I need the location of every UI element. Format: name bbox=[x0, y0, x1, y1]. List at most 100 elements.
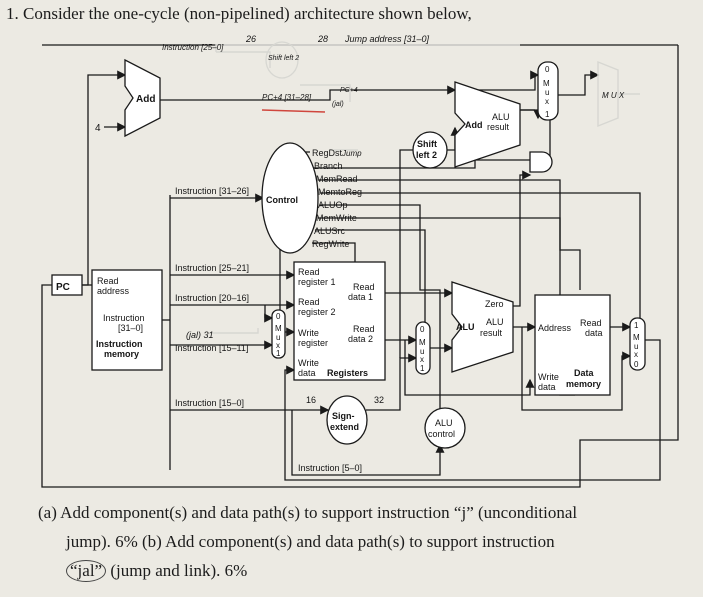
reg-wra: Write bbox=[298, 328, 319, 338]
pc-register bbox=[51, 274, 83, 296]
memtoreg-mux-m: M bbox=[633, 333, 640, 342]
hw-26: 26 bbox=[245, 34, 256, 44]
sig-memread: MemRead bbox=[316, 174, 358, 184]
regdst-mux-x: x bbox=[276, 341, 280, 350]
hw-pc4: PC+4 [31–28] bbox=[262, 93, 312, 102]
alu-result: result bbox=[480, 328, 503, 338]
memtoreg-route bbox=[320, 192, 641, 318]
pcsrc-mux-m: M bbox=[543, 79, 550, 88]
pcsrc-mux-x: x bbox=[545, 97, 549, 106]
se-line1: Sign- bbox=[332, 411, 355, 421]
pcsrc-mux-one: 1 bbox=[545, 110, 550, 119]
alusrc-mux-u: u bbox=[420, 347, 424, 356]
se-out: 32 bbox=[374, 395, 384, 405]
hw-jump-address: Jump address [31–0] bbox=[344, 34, 430, 44]
reg-rd2a: Read bbox=[353, 324, 375, 334]
field-funct: Instruction [5–0] bbox=[298, 463, 362, 473]
hw-instr25: Instruction [25–0] bbox=[162, 43, 224, 52]
funct-wire bbox=[291, 410, 445, 476]
dmem-title1: Data bbox=[574, 368, 595, 378]
imem-bits: [31–0] bbox=[118, 323, 143, 333]
branch-and-gate bbox=[529, 151, 553, 173]
data-memory bbox=[534, 294, 611, 396]
reg-rr2b: register 2 bbox=[298, 307, 336, 317]
reg-wdb: data bbox=[298, 368, 316, 378]
register-file bbox=[293, 261, 386, 381]
part-a-line1: (a) Add component(s) and data path(s) to… bbox=[38, 503, 578, 522]
adder-out-wire bbox=[160, 85, 457, 101]
pc-next-wire bbox=[41, 45, 679, 488]
imem-address: address bbox=[97, 286, 130, 296]
part-b-line: “jal” (jump and link). 6% bbox=[38, 556, 678, 585]
regdst-mux-labels: 0 M u x 1 bbox=[275, 312, 282, 358]
memtoreg-mux bbox=[629, 317, 646, 371]
aluop-route bbox=[320, 204, 441, 410]
pcsrc-mux-labels: 0 M u x 1 bbox=[543, 65, 550, 119]
sig-alusrc: ALUSrc bbox=[314, 226, 346, 236]
dmem-write: Write bbox=[538, 372, 559, 382]
memtoreg-mux-zero: 0 bbox=[634, 360, 639, 369]
field-op: Instruction [31–26] bbox=[175, 186, 249, 196]
alu-main: ALU bbox=[456, 322, 475, 332]
signext-to-shift bbox=[399, 149, 414, 358]
memtoreg-mux-one: 1 bbox=[634, 321, 639, 330]
hw-jal-route bbox=[300, 84, 351, 102]
alusrc-mux-one: 1 bbox=[420, 364, 425, 373]
alusrc-mux-labels: 0 M u x 1 bbox=[419, 325, 426, 373]
hw-jump-top-wire bbox=[215, 44, 520, 52]
pcsrc-mux-zero: 0 bbox=[545, 65, 550, 74]
memtoreg-mux-x: x bbox=[634, 350, 638, 359]
regdst-mux-zero: 0 bbox=[276, 312, 281, 321]
sig-regdst: RegDst bbox=[312, 148, 343, 158]
alusrc-mux-m: M bbox=[419, 338, 426, 347]
aluctl-line1: ALU bbox=[435, 418, 453, 428]
wb-wire bbox=[284, 339, 661, 481]
question-title: 1. Consider the one-cycle (non-pipelined… bbox=[6, 4, 472, 23]
reg-rr1a: Read bbox=[298, 267, 320, 277]
signext-to-mux bbox=[366, 353, 418, 411]
alu-zero: Zero bbox=[485, 299, 504, 309]
imem-title2: memory bbox=[104, 349, 139, 359]
alu-main2: ALU bbox=[486, 317, 504, 327]
add-result-wire bbox=[520, 109, 543, 120]
instruction-memory bbox=[91, 269, 163, 371]
pc-label: PC bbox=[56, 282, 70, 293]
hw-jal-mux bbox=[597, 60, 619, 128]
pc4-mux-in bbox=[455, 70, 540, 91]
add-alu-result: result bbox=[487, 122, 510, 132]
alusrc-mux bbox=[415, 321, 431, 375]
dmem-data: data bbox=[585, 328, 603, 338]
hw-shift-left2 bbox=[265, 41, 299, 79]
hw-red-underline bbox=[261, 109, 326, 113]
regdst-mux-m: M bbox=[275, 324, 282, 333]
alusrc-mux-x: x bbox=[420, 355, 424, 364]
hw-jal-small: (jal) bbox=[332, 101, 344, 108]
hw-shift: Shift left 2 bbox=[268, 55, 299, 62]
main-alu bbox=[451, 281, 514, 373]
se-in: 16 bbox=[306, 395, 316, 405]
jal-circled-label: “jal” bbox=[66, 560, 107, 582]
question-parts: (a) Add component(s) and data path(s) to… bbox=[38, 498, 678, 585]
branch-adder bbox=[454, 81, 521, 168]
imem-instruction: Instruction bbox=[103, 313, 145, 323]
zero-wire bbox=[513, 170, 532, 307]
field-rd: Instruction [15–11] bbox=[175, 343, 248, 353]
sig-aluop: ALUOp bbox=[318, 200, 348, 210]
pc-adder bbox=[124, 58, 161, 138]
control-label: Control bbox=[266, 195, 298, 205]
reg-wda: Write bbox=[298, 358, 319, 368]
shift-left2 bbox=[412, 131, 448, 169]
four-label: 4 bbox=[95, 123, 101, 134]
memtoreg-mux-labels: 1 M u x 0 bbox=[633, 321, 640, 369]
branch-route bbox=[312, 159, 530, 169]
pcsrc-mux-u: u bbox=[545, 88, 549, 97]
hw-31-wire bbox=[208, 328, 259, 334]
sig-branch: Branch bbox=[314, 161, 343, 171]
alu-bypass bbox=[521, 327, 632, 411]
memtoreg-mux-u: u bbox=[634, 342, 638, 351]
reg-rd1b: data 1 bbox=[348, 292, 373, 302]
aluctl-line2: control bbox=[428, 429, 455, 439]
sig-memtoreg: MemtoReg bbox=[318, 187, 362, 197]
reg-rr2a: Read bbox=[298, 297, 320, 307]
